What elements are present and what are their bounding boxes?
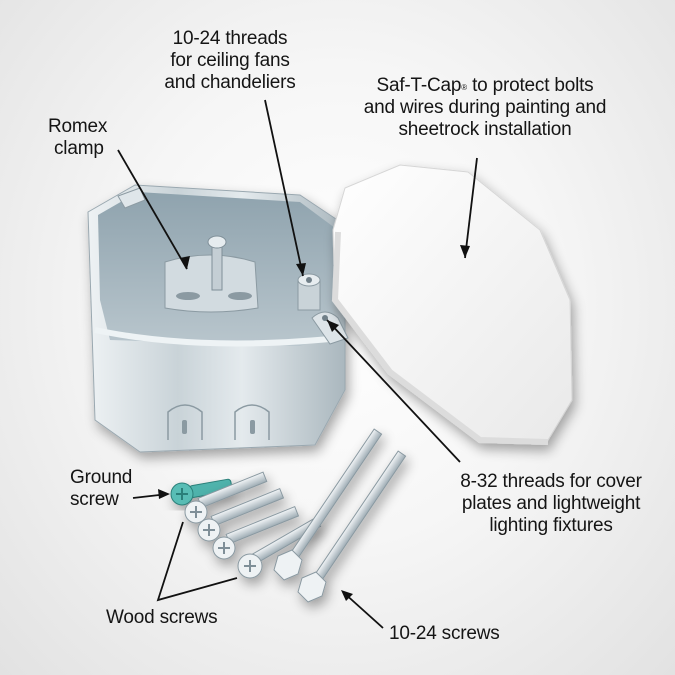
- saf-t-cap-cover: [331, 164, 573, 445]
- label-ground-screw: Ground screw: [70, 467, 133, 510]
- threaded-tab-8-32: [311, 311, 349, 345]
- callout-arrows: [117, 99, 478, 629]
- label-saf-t-cap: Saf-T-Cap® to protect bolts and wires du…: [363, 75, 607, 140]
- brand-name: Saf-T-Cap: [376, 75, 462, 96]
- knockouts: [167, 404, 270, 440]
- label-8-32-threads: 8-32 threads for cover plates and lightw…: [460, 471, 642, 536]
- label-10-24-screws: 10-24 screws: [389, 623, 500, 644]
- label-10-24-threads: 10-24 threads for ceiling fans and chand…: [164, 28, 296, 93]
- machine-screws-10-24: [273, 428, 407, 603]
- label-romex-clamp: Romex clamp: [48, 116, 108, 159]
- label-wood-screws: Wood screws: [106, 607, 218, 628]
- octagon-electrical-box: [87, 184, 349, 453]
- romex-clamp: [164, 235, 259, 313]
- wood-screws: [184, 471, 322, 579]
- registered-trademark: ®: [461, 83, 467, 92]
- threaded-boss-10-24: [297, 273, 321, 311]
